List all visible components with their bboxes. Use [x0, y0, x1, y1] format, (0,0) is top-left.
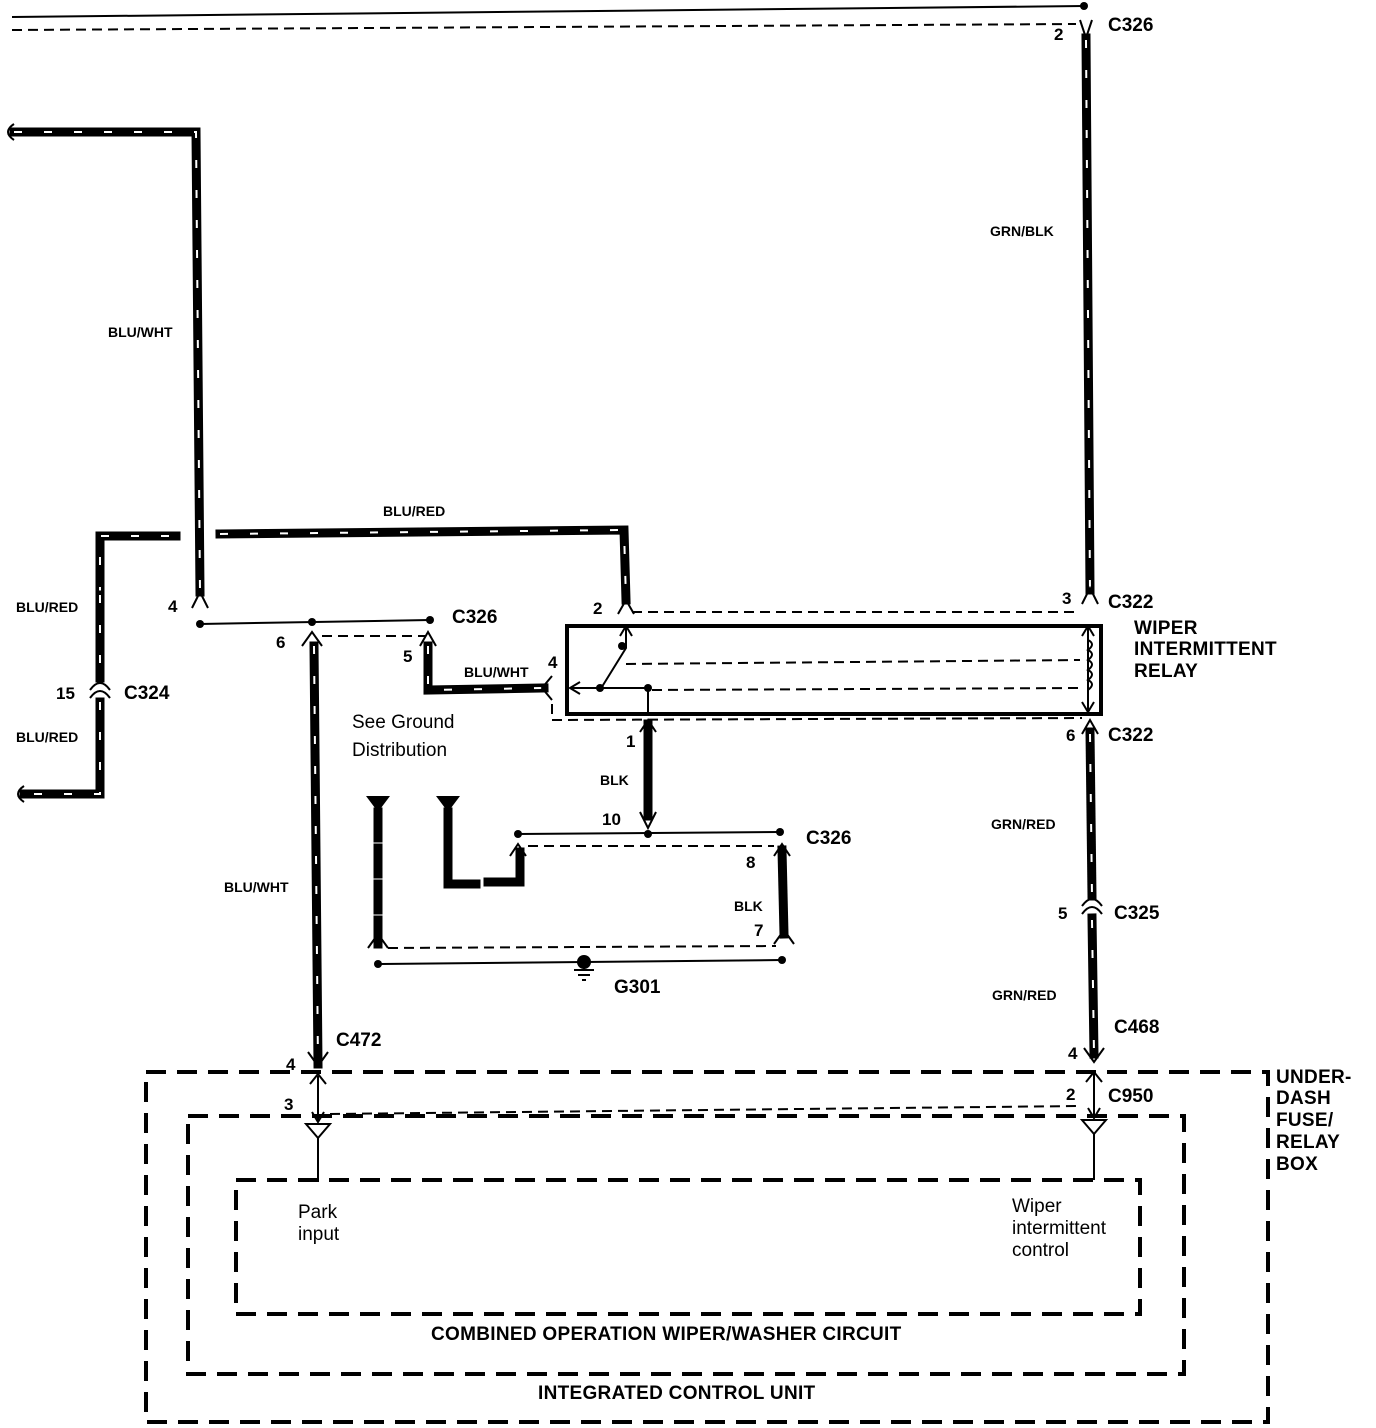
label-blu-wht-relay: BLU/WHT [464, 664, 529, 680]
label-blu-wht-lower: BLU/WHT [224, 879, 289, 895]
pin-c326-top-2: 2 [1054, 25, 1063, 44]
pin-c468-4: 4 [1068, 1044, 1078, 1063]
bottom-connectors [303, 1070, 1109, 1182]
ground-note: See Ground Distribution [352, 712, 454, 761]
wiper-control-line: Wiper [1012, 1196, 1062, 1217]
connector-c472: C472 [336, 1030, 381, 1051]
relay-title: WIPER INTERMITTENT RELAY [1134, 618, 1277, 682]
wire-blk-relay [639, 718, 657, 831]
label-grn-red-lower: GRN/RED [992, 987, 1057, 1003]
connector-c324: C324 [124, 683, 170, 704]
pin-c326-6: 6 [276, 633, 285, 652]
fuse-box-title-line: FUSE/ [1276, 1110, 1334, 1131]
relay-title-line: RELAY [1134, 661, 1198, 682]
wire-grn-blk [1079, 19, 1099, 605]
pin-c325-5: 5 [1058, 904, 1067, 923]
park-input-line: input [298, 1224, 340, 1245]
wiper-control-label: Wiper intermittent control [1012, 1196, 1107, 1261]
connector-c468: C468 [1114, 1017, 1159, 1038]
fuse-box-title-line: UNDER- [1276, 1067, 1352, 1088]
combined-circuit-title: COMBINED OPERATION WIPER/WASHER CIRCUIT [431, 1324, 902, 1345]
nested-boxes [144, 1070, 1270, 1424]
fuse-box-title-line: RELAY [1276, 1132, 1340, 1153]
label-blk-ground: BLK [734, 898, 763, 914]
pin-c472-4: 4 [286, 1055, 296, 1074]
wire-blu-red-left [17, 590, 111, 803]
fuse-box-title-line: DASH [1276, 1088, 1331, 1109]
fuse-box-title-line: BOX [1276, 1154, 1318, 1175]
label-blk-relay: BLK [600, 772, 629, 788]
wire-blu-wht-lower [307, 641, 329, 1069]
connector-c322-top: C322 [1108, 592, 1153, 613]
connector-c326-top: C326 [1108, 15, 1153, 36]
wiper-circuit-outline [234, 1178, 1142, 1316]
pin-c326-7: 7 [754, 921, 763, 940]
icu-title: INTEGRATED CONTROL UNIT [538, 1383, 816, 1404]
pin-c324-15: 15 [56, 684, 75, 703]
wire-grn-red [1081, 717, 1105, 1064]
pin-icu-3: 3 [284, 1095, 293, 1114]
ground-g301: G301 [614, 977, 661, 998]
top-continuation-lines [11, 2, 1088, 31]
label-grn-red-upper: GRN/RED [991, 816, 1056, 832]
label-blu-wht-top: BLU/WHT [108, 324, 173, 340]
fuse-relay-box-outline [144, 1070, 1270, 1424]
pin-c950-2: 2 [1066, 1085, 1075, 1104]
ground-branches [366, 796, 786, 981]
pin-relay-3: 3 [1062, 589, 1071, 608]
pin-relay-4: 4 [548, 653, 558, 672]
wiper-control-line: intermittent [1012, 1218, 1107, 1239]
icu-outline [186, 1114, 1186, 1376]
pin-relay-1: 1 [626, 732, 635, 751]
label-blu-red-upper: BLU/RED [383, 503, 445, 519]
park-input-label: Park input [298, 1202, 340, 1245]
park-input-line: Park [298, 1202, 338, 1223]
pin-left-4: 4 [168, 597, 178, 616]
relay-box [551, 611, 1103, 722]
pin-c326-10: 10 [602, 810, 621, 829]
ground-note-line: Distribution [352, 740, 447, 761]
c326-bus [196, 616, 437, 647]
connector-c322-bottom: C322 [1108, 725, 1153, 746]
pin-relay-6: 6 [1066, 726, 1075, 745]
wire-blu-red-upper [95, 525, 635, 615]
wire-blu-wht-relay [423, 641, 553, 701]
label-grn-blk: GRN/BLK [990, 223, 1054, 239]
connector-c325: C325 [1114, 903, 1160, 924]
relay-title-line: WIPER [1134, 618, 1198, 639]
fuse-box-title: UNDER- DASH FUSE/ RELAY BOX [1276, 1067, 1352, 1175]
label-blu-red-left-bottom: BLU/RED [16, 729, 78, 745]
connector-c326-low: C326 [806, 828, 851, 849]
ground-note-line: See Ground [352, 712, 454, 733]
label-blu-red-left-top: BLU/RED [16, 599, 78, 615]
pin-relay-2: 2 [593, 599, 602, 618]
c326-lower-bus [509, 828, 795, 945]
wiper-control-line: control [1012, 1240, 1069, 1261]
relay-title-line: INTERMITTENT [1134, 639, 1277, 660]
pin-c326-8: 8 [746, 853, 755, 872]
pin-c326-5: 5 [403, 647, 412, 666]
wire-blu-wht-top [7, 123, 209, 609]
connector-c950: C950 [1108, 1086, 1153, 1107]
connector-c326-mid: C326 [452, 607, 497, 628]
